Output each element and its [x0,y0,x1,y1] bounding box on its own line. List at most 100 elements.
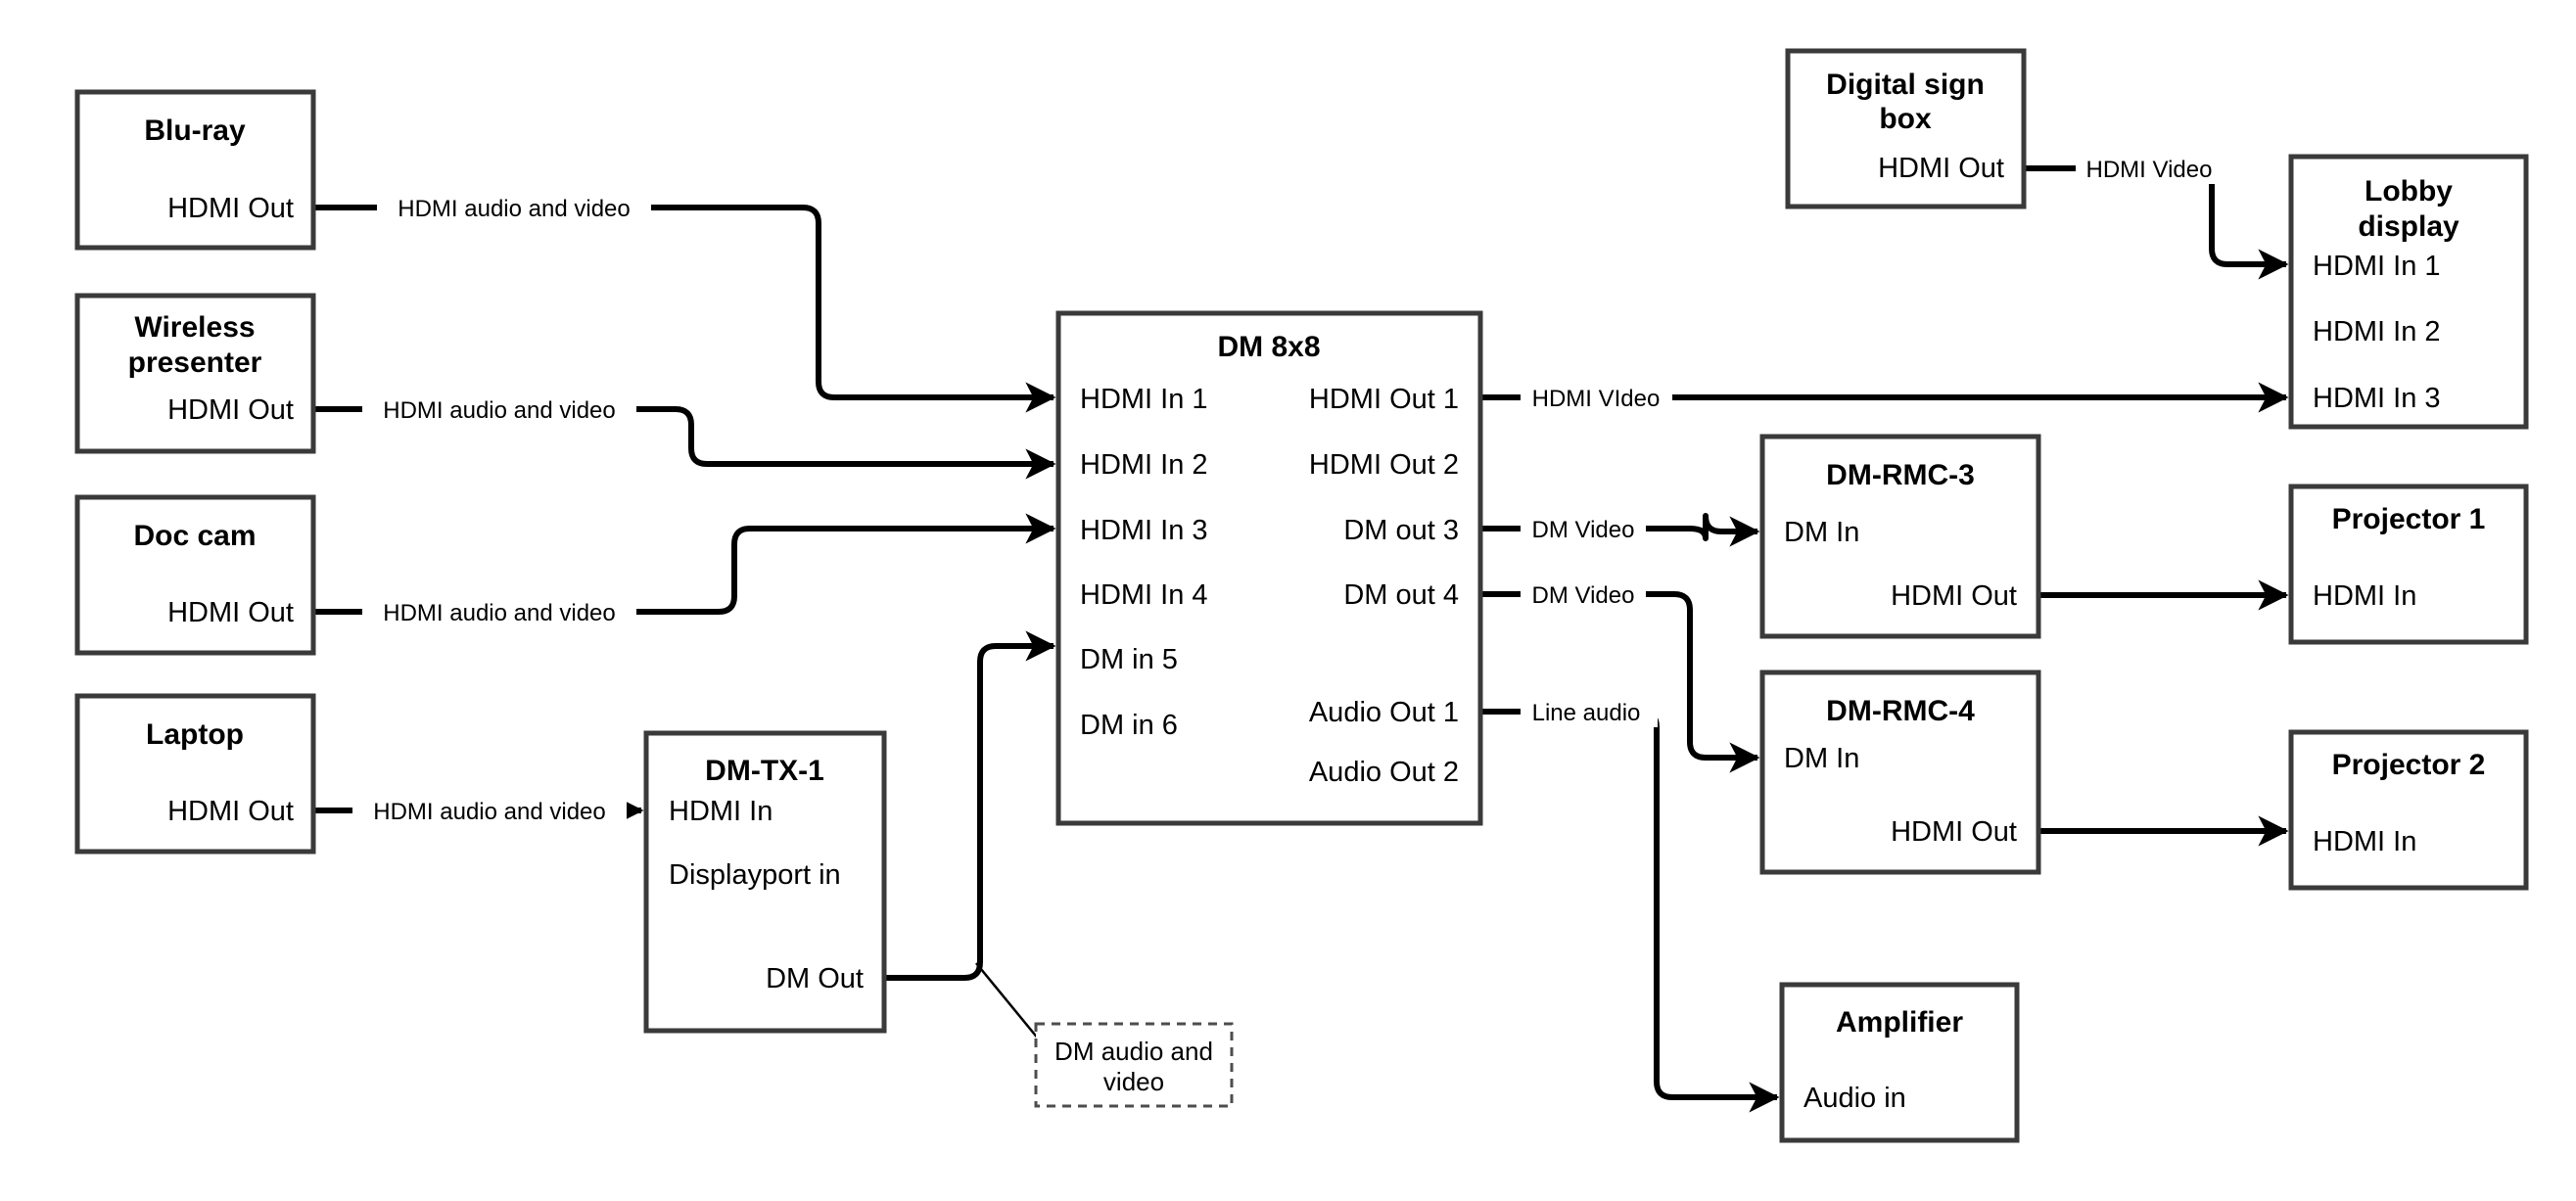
node-lobby-rect [2288,154,2529,430]
node-dm8x8-input-3: HDMI In 3 [1080,515,1208,546]
node-bluray-port-hdmi-out: HDMI Out [167,193,294,224]
link-dmtx1-to-dm8x8 [884,630,1056,981]
node-dmrmc4-port-hdmi-out: HDMI Out [1891,816,2017,848]
callout-rect [1034,1022,1234,1108]
node-amplifier[interactable]: Amplifier Audio in [1779,982,2020,1143]
label-bg [1521,382,1672,413]
node-wireless-port-hdmi-out: HDMI Out [167,394,294,426]
node-projector2-port-hdmi-in: HDMI In [2313,826,2416,857]
node-dm-8x8[interactable]: DM 8x8 HDMI In 1 HDMI In 2 HDMI In 3 HDM… [1055,310,1483,826]
node-dm8x8-input-1: HDMI In 1 [1080,384,1208,415]
node-dm-tx-1[interactable]: DM-TX-1 HDMI In Displayport in DM Out [643,730,887,1034]
label-bg [362,596,636,627]
node-dm8x8-input-2: HDMI In 2 [1080,449,1208,481]
node-wireless-title-line1: Wireless [134,311,255,344]
node-digitalsign-title-line2: box [1879,103,1932,135]
node-dm8x8-title: DM 8x8 [1217,331,1320,363]
label-bg [362,393,636,425]
node-doc-cam[interactable]: Doc cam HDMI Out [74,494,316,656]
node-dm8x8-input-5: DM in 5 [1080,644,1178,675]
label-bg [1521,513,1646,544]
node-dmrmc4-port-dm-in: DM In [1784,743,1859,774]
link-bluray-to-dm8x8 [313,205,1056,413]
node-doccam-port-hdmi-out: HDMI Out [167,597,294,628]
node-dm-rmc-3[interactable]: DM-RMC-3 DM In HDMI Out [1759,434,2041,639]
link-label-wireless: HDMI audio and video [383,397,615,424]
node-laptop[interactable]: Laptop HDMI Out [74,693,316,855]
link-doccam-to-dm8x8 [313,513,1056,615]
node-dmrmc3-port-dm-in: DM In [1784,517,1859,548]
node-laptop-rect [74,693,316,855]
node-laptop-port-hdmi-out: HDMI Out [167,796,294,827]
label-bg [377,192,651,223]
node-lobby-port-hdmi-in-1: HDMI In 1 [2313,251,2441,282]
node-dm8x8-output-1: HDMI Out 1 [1309,384,1459,415]
link-label-dm-out3: DM Video [1532,517,1635,543]
node-bluray-title: Blu-ray [144,115,246,147]
node-dm8x8-output-3: DM out 3 [1343,515,1459,546]
node-bluray[interactable]: Blu-ray HDMI Out [74,89,316,251]
link-label-doccam: HDMI audio and video [383,600,615,626]
node-doccam-rect [74,494,316,656]
node-dm8x8-output-4: DM out 4 [1343,579,1459,611]
node-projector1-port-hdmi-in: HDMI In [2313,580,2416,612]
callout-label-line1: DM audio and [1054,1037,1213,1066]
node-dm8x8-input-4: HDMI In 4 [1080,579,1208,611]
callout-leader-line [975,962,1040,1040]
node-lobby-port-hdmi-in-2: HDMI In 2 [2313,316,2441,347]
node-projector1-rect [2288,484,2529,645]
node-dm8x8-output-2: HDMI Out 2 [1309,449,1459,481]
node-digitalsign-port-hdmi-out: HDMI Out [1878,153,2004,184]
node-digitalsign-rect [1785,48,2027,209]
node-amplifier-rect [1779,982,2020,1143]
callout-label-line2: video [1103,1067,1164,1096]
node-lobby-display[interactable]: Lobby display HDMI In 1 HDMI In 2 HDMI I… [2288,154,2529,430]
node-amplifier-port-audio-in: Audio in [1803,1083,1906,1114]
node-dmtx1-rect [643,730,887,1034]
node-dmrmc3-rect [1759,434,2041,639]
node-projector1-title: Projector 1 [2332,503,2486,535]
node-dmrmc4-title: DM-RMC-4 [1826,695,1975,727]
link-label-laptop: HDMI audio and video [373,799,605,825]
node-digitalsign-title-line1: Digital sign [1826,69,1985,101]
label-bg [352,795,627,826]
node-lobby-title-line2: display [2358,210,2459,243]
node-dm8x8-output-5: Audio Out 1 [1309,697,1459,728]
node-amplifier-title: Amplifier [1836,1006,1963,1039]
node-projector2-title: Projector 2 [2332,749,2486,781]
node-projector-1[interactable]: Projector 1 HDMI In [2288,484,2529,645]
label-bg [2076,153,2223,184]
node-dm-rmc-4[interactable]: DM-RMC-4 DM In HDMI Out [1759,670,2041,875]
node-dmrmc4-rect [1759,670,2041,875]
node-dmtx1-port-hdmi-in: HDMI In [669,796,773,827]
node-lobby-port-hdmi-in-3: HDMI In 3 [2313,383,2441,414]
node-wireless-presenter[interactable]: Wireless presenter HDMI Out [74,293,316,454]
link-dm8x8-out3-to-dmrmc3 [1480,513,1760,547]
label-bg [1521,578,1646,610]
node-dm8x8-input-6: DM in 6 [1080,710,1178,741]
node-dmrmc3-port-hdmi-out: HDMI Out [1891,580,2017,612]
node-dmtx1-port-displayport-in: Displayport in [669,859,841,891]
node-dmtx1-port-dm-out: DM Out [766,963,864,994]
node-dm8x8-rect [1055,310,1483,826]
node-dmtx1-title: DM-TX-1 [705,755,824,787]
node-laptop-title: Laptop [146,718,244,751]
link-label-sign-to-lobby: HDMI Video [2086,157,2213,183]
node-digital-sign-box[interactable]: Digital sign box HDMI Out [1785,48,2027,209]
label-bg [1521,696,1658,727]
link-wireless-to-dm8x8 [313,406,1056,480]
node-dmrmc3-title: DM-RMC-3 [1826,459,1975,491]
link-label-hdmi-out1: HDMI VIdeo [1532,386,1661,412]
node-dm8x8-output-6: Audio Out 2 [1309,757,1459,788]
node-doccam-title: Doc cam [133,520,256,552]
node-projector-2[interactable]: Projector 2 HDMI In [2288,729,2529,891]
node-projector2-rect [2288,729,2529,891]
callout-dm-audio-and-video: DM audio and video [1034,1022,1234,1108]
node-wireless-rect [74,293,316,454]
link-label-bluray: HDMI audio and video [398,196,630,222]
node-wireless-title-line2: presenter [128,346,262,379]
link-label-dm-out4: DM Video [1532,582,1635,609]
link-label-line-audio: Line audio [1532,700,1641,726]
